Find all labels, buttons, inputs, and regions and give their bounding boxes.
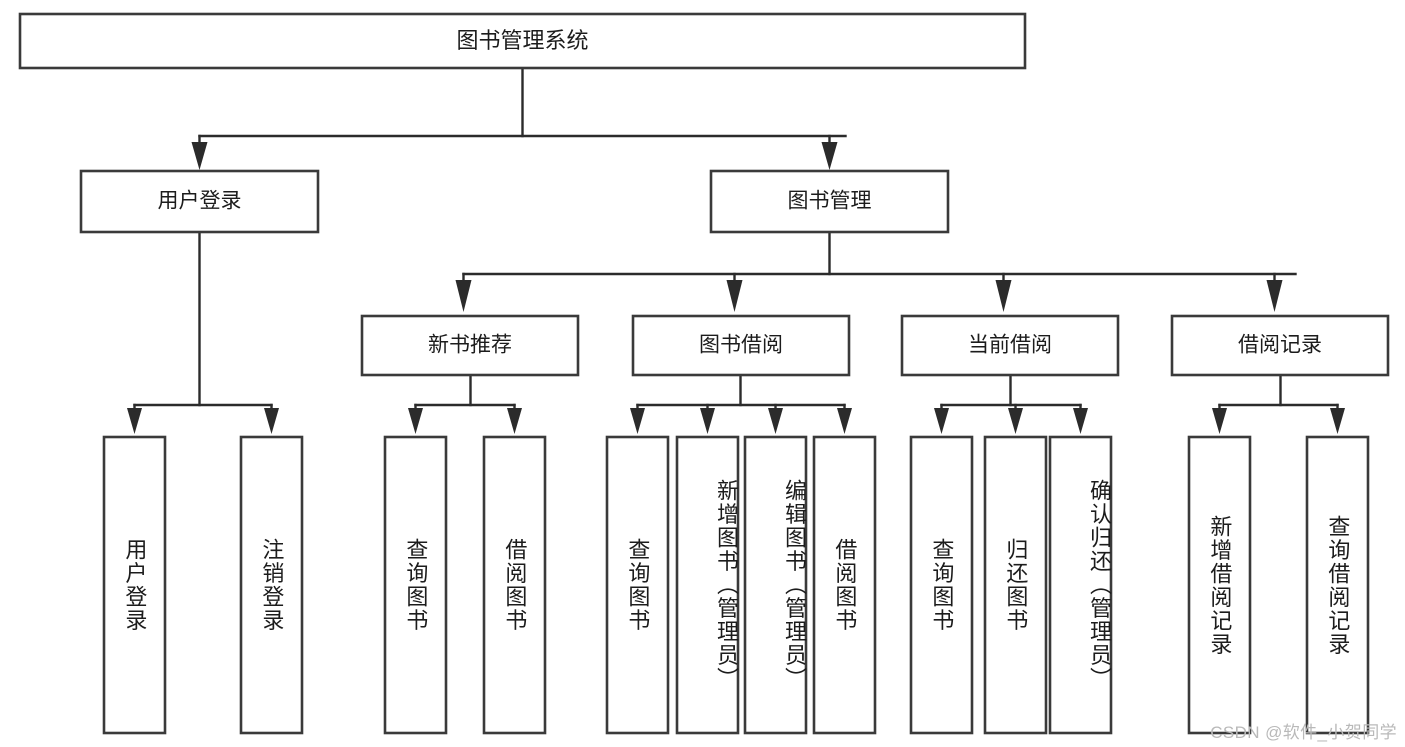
connector-group-user-login <box>127 230 279 434</box>
leaf-box-return-book[interactable] <box>983 435 1048 735</box>
arrow-cb-leaf-3 <box>1073 408 1088 434</box>
node-new-book-recommend[interactable]: 新书推荐 <box>360 314 580 377</box>
node-user-login[interactable]: 用户登录 <box>79 169 320 234</box>
node-borrow-record-label: 借阅记录 <box>1238 334 1322 357</box>
arrow-to-user-login <box>191 142 208 170</box>
arrow-to-current-borrow <box>995 280 1012 312</box>
csdn-watermark: CSDN @软件_小贺同学 <box>1210 723 1397 742</box>
node-root-label: 图书管理系统 <box>456 28 588 53</box>
connector-group-book-mgmt <box>455 230 1297 312</box>
arrow-to-book-mgmt <box>821 142 838 170</box>
connector-group-root <box>191 66 847 170</box>
leaf-box-borrow-book-bb[interactable] <box>812 435 877 735</box>
node-book-management[interactable]: 图书管理 <box>709 169 950 234</box>
connector-group-borrow-record <box>1212 373 1345 434</box>
node-book-management-box[interactable] <box>709 169 950 234</box>
arrow-br-leaf-1 <box>1212 408 1227 434</box>
leaf-box-query-book-bb[interactable] <box>605 435 670 735</box>
leaf-box-confirm-return-admin[interactable] <box>1048 435 1113 735</box>
node-root[interactable]: 图书管理系统 <box>18 12 1027 70</box>
connector-group-new-book-rec <box>408 373 522 434</box>
node-user-login-label: 用户登录 <box>158 190 242 213</box>
arrow-bb-leaf-1 <box>630 408 645 434</box>
arrow-bb-leaf-2 <box>700 408 715 434</box>
leaf-box-edit-book-admin[interactable] <box>743 435 808 735</box>
node-book-borrow-label: 图书借阅 <box>699 334 783 357</box>
node-borrow-record-box[interactable] <box>1170 314 1390 377</box>
arrow-to-book-borrow <box>726 280 743 312</box>
node-user-login-box[interactable] <box>79 169 320 234</box>
arrow-br-leaf-2 <box>1330 408 1345 434</box>
leaf-box-query-borrow-record[interactable] <box>1305 435 1370 735</box>
node-new-book-recommend-box[interactable] <box>360 314 580 377</box>
node-new-book-recommend-label: 新书推荐 <box>428 334 512 357</box>
arrow-nbr-leaf-1 <box>408 408 423 434</box>
leaf-box-add-borrow-record[interactable] <box>1187 435 1252 735</box>
arrow-to-new-book-rec <box>455 280 472 312</box>
node-borrow-record[interactable]: 借阅记录 <box>1170 314 1390 377</box>
node-current-borrow-label: 当前借阅 <box>968 334 1052 357</box>
connector-group-current-borrow <box>934 373 1088 434</box>
node-current-borrow[interactable]: 当前借阅 <box>900 314 1120 377</box>
node-root-box[interactable] <box>18 12 1027 70</box>
node-book-management-label: 图书管理 <box>788 190 872 213</box>
connector-group-book-borrow <box>630 373 852 434</box>
node-book-borrow[interactable]: 图书借阅 <box>631 314 851 377</box>
leaf-box-borrow-book-rec[interactable] <box>482 435 547 735</box>
arrow-to-leaf-user-login <box>127 408 142 434</box>
node-book-borrow-box[interactable] <box>631 314 851 377</box>
leaf-box-query-book-rec[interactable] <box>383 435 448 735</box>
arrow-to-borrow-record <box>1266 280 1283 312</box>
arrow-bb-leaf-3 <box>768 408 783 434</box>
leaf-box-query-book-cb[interactable] <box>909 435 974 735</box>
arrow-cb-leaf-2 <box>1008 408 1023 434</box>
leaf-box-add-book-admin[interactable] <box>675 435 740 735</box>
leaf-box-logout[interactable] <box>239 435 304 735</box>
arrow-nbr-leaf-2 <box>507 408 522 434</box>
arrow-cb-leaf-1 <box>934 408 949 434</box>
leaf-box-user-login[interactable] <box>102 435 167 735</box>
node-current-borrow-box[interactable] <box>900 314 1120 377</box>
arrow-bb-leaf-4 <box>837 408 852 434</box>
arrow-to-leaf-logout <box>264 408 279 434</box>
